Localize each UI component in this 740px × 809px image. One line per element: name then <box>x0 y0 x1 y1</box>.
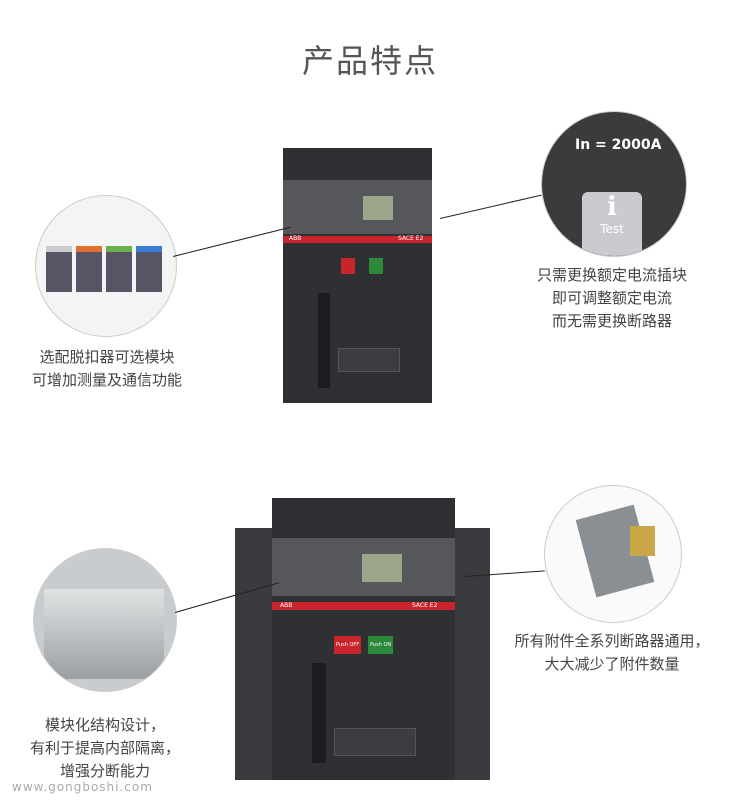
test-button: i Test <box>582 192 642 256</box>
brand-logo: ABB <box>289 235 302 242</box>
feature-caption: 所有附件全系列断路器通用，大大减少了附件数量 <box>514 632 710 673</box>
circuit-breaker-front: ABB SACE E2 Push OFF Push ON <box>272 498 455 780</box>
info-icon: i <box>607 192 617 222</box>
callout-line <box>173 226 291 257</box>
rating-plug-circle: In = 2000A i Test <box>541 111 687 257</box>
rating-label: In = 2000A <box>575 137 662 153</box>
feature-caption: 只需更换额定电流插块即可调整额定电流而无需更换断路器 <box>536 266 687 330</box>
watermark: www.gongboshi.com <box>12 780 153 794</box>
feature-caption: 选配脱扣器可选模块可增加测量及通信功能 <box>31 348 182 389</box>
push-off-label: Push OFF <box>334 636 362 654</box>
test-label: Test <box>600 222 624 236</box>
callout-line <box>440 194 542 219</box>
accessories-circle <box>544 485 682 623</box>
push-off-button <box>341 258 355 274</box>
push-on-button <box>369 258 383 274</box>
modular-structure-circle <box>33 548 177 692</box>
trip-unit-modules-circle <box>35 195 177 337</box>
lcd-display <box>362 554 402 582</box>
feature-caption: 模块化结构设计，有利于提高内部隔离，增强分断能力 <box>29 716 180 780</box>
brand-logo: ABB <box>280 602 293 609</box>
circuit-breaker-image: ABB SACE E2 <box>283 148 432 403</box>
model-label: SACE E2 <box>412 602 438 609</box>
push-on-label: Push ON <box>368 636 394 654</box>
page-title: 产品特点 <box>301 42 438 80</box>
lcd-display <box>363 196 393 220</box>
model-label: SACE E2 <box>398 235 424 242</box>
